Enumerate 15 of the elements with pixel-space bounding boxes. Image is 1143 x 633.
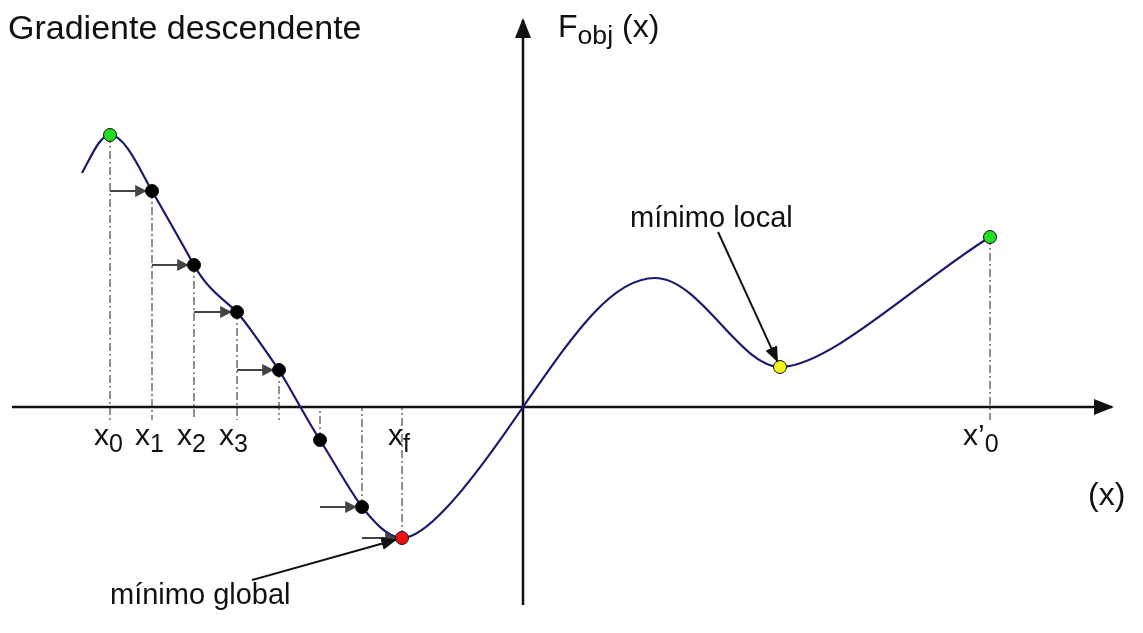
diagram-title: Gradiente descendente	[8, 10, 362, 44]
tick-label: x$_{0}$	[94, 420, 123, 456]
tick-label: x$_{f}$	[388, 420, 410, 456]
leader-arrow	[717, 231, 779, 363]
tick-label: x’$_{0}$	[963, 420, 999, 456]
data-point	[773, 360, 787, 374]
leader-arrow	[251, 537, 398, 581]
callout-text: mínimo local	[630, 203, 793, 232]
axis-label: (x)	[1088, 478, 1126, 510]
tick-label: x$_{3}$	[219, 420, 248, 456]
tick-label: x$_{2}$	[177, 420, 206, 456]
callout-text: mínimo global	[110, 580, 291, 609]
axis-label: F$_{obj}$ (x)	[558, 10, 660, 50]
tick-label: x$_{1}$	[135, 420, 164, 456]
data-point	[395, 531, 409, 545]
